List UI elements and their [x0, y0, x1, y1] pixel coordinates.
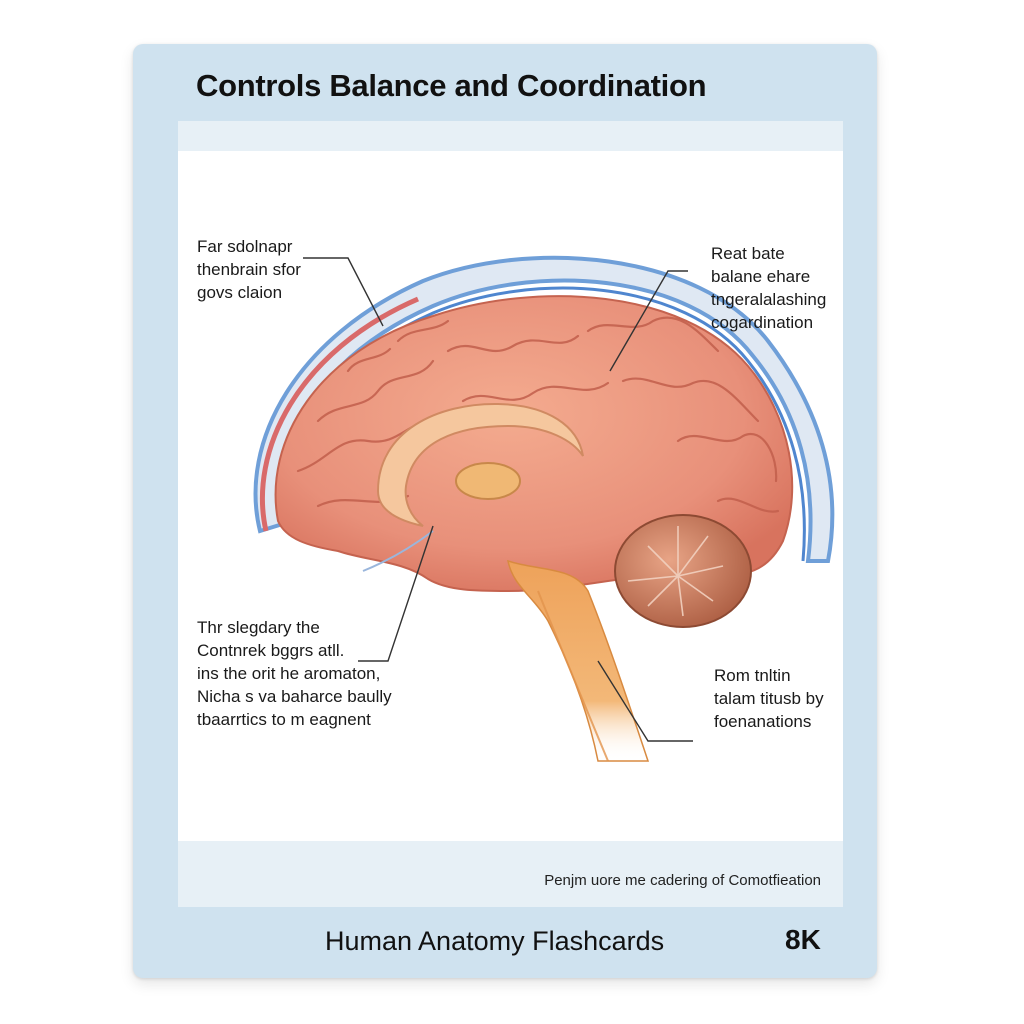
- arbor-vitae: [627, 526, 724, 617]
- label-top-right: Reat bate balane ehare tngeralalashing c…: [711, 244, 827, 332]
- flashcard: Controls Balance and Coordination Penjm …: [133, 44, 877, 978]
- brainstem: [507, 559, 650, 762]
- callout-lines: [303, 257, 693, 742]
- panel-bottom-band: Penjm uore me cadering of Comotfieation: [178, 841, 843, 907]
- meninges-layer: [253, 255, 835, 563]
- label-top-left: Far sdolnapr thenbrain sfor govs claion: [197, 237, 301, 302]
- brain-illustration: [253, 255, 835, 762]
- thalamus: [455, 462, 521, 500]
- label-bottom-right: Rom tnltin talam titusb by foenanations: [714, 666, 824, 731]
- card-title: Controls Balance and Coordination: [196, 68, 707, 103]
- panel-caption: Penjm uore me cadering of Comotfieation: [544, 872, 821, 889]
- footer-title: Human Anatomy Flashcards: [325, 926, 665, 956]
- corpus-callosum: [376, 402, 584, 527]
- illustration-panel: Penjm uore me cadering of Comotfieation: [178, 121, 843, 907]
- resolution-badge: 8K: [785, 924, 821, 955]
- label-bottom-left: Thr slegdary the Contnrek bggrs atll. in…: [197, 618, 392, 729]
- cerebellum: [614, 514, 752, 628]
- panel-top-band: [178, 121, 843, 151]
- outer-red-membrane: [260, 296, 419, 532]
